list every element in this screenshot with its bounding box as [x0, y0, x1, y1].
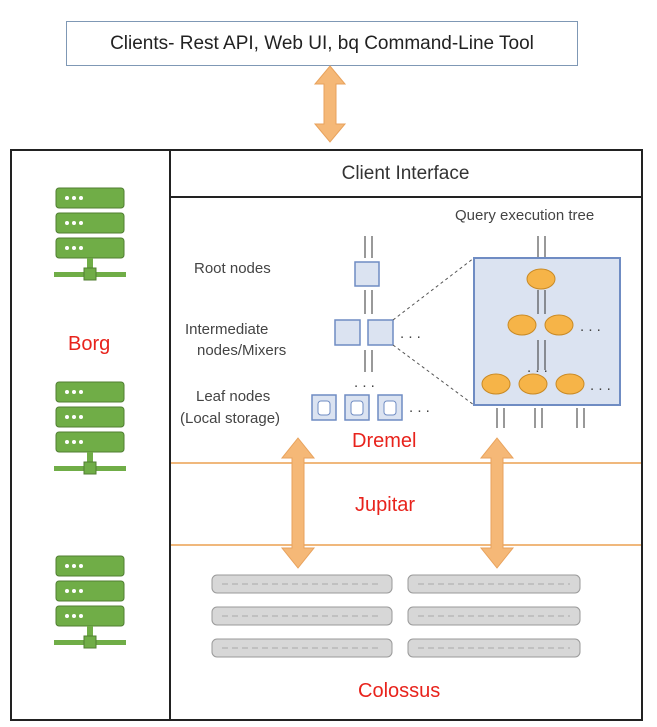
dremel-jupitar-divider [171, 462, 641, 464]
jupitar-label: Jupitar [355, 494, 416, 516]
server-stack-icon [54, 555, 126, 649]
tree-oval-node [481, 373, 511, 395]
intermediate-node [367, 319, 394, 346]
tree-oval-node [507, 314, 537, 336]
query-execution-tree-box [473, 236, 621, 428]
architecture-frame [10, 149, 643, 721]
ellipsis-tree-dots: . . . [527, 359, 548, 376]
ellipsis-leaf: . . . [409, 399, 430, 416]
clients-box-label: Clients- Rest API, Web UI, bq Command-Li… [110, 32, 534, 54]
dremel-tree [311, 236, 475, 421]
server-stack-icon [54, 187, 126, 281]
dremel-label: Dremel [352, 430, 417, 452]
storage-double-arrow [280, 437, 316, 569]
ellipsis-tree-mid: . . . [580, 318, 601, 335]
tree-oval-node [526, 268, 556, 290]
storage-rack-icon [211, 574, 581, 658]
tree-oval-node [518, 373, 548, 395]
tree-oval-node [544, 314, 574, 336]
storage-double-arrow [479, 437, 515, 569]
client-interface-bar: Client Interface [170, 151, 641, 198]
ellipsis-leaf-above: . . . [354, 374, 375, 391]
leaf-nodes-label-2: (Local storage) [180, 410, 281, 427]
root-nodes-label: Root nodes [194, 260, 271, 277]
root-node [354, 261, 380, 287]
borg-label: Borg [68, 333, 111, 355]
colossus-label: Colossus [358, 680, 441, 702]
tree-oval-node [555, 373, 585, 395]
intermediate-nodes-label-2: nodes/Mixers [197, 342, 287, 359]
intermediate-node [334, 319, 361, 346]
client-interface-label: Client Interface [341, 162, 470, 184]
leaf-nodes-label-1: Leaf nodes [196, 388, 271, 405]
clients-double-arrow [313, 65, 347, 143]
jupitar-colossus-divider [171, 544, 641, 546]
query-execution-tree-label: Query execution tree [455, 207, 595, 224]
sidebar-divider [169, 149, 171, 721]
server-stack-icon [54, 381, 126, 475]
ellipsis-intermediate: . . . [400, 325, 421, 342]
clients-box: Clients- Rest API, Web UI, bq Command-Li… [66, 21, 578, 66]
ellipsis-tree-bottom: . . . [590, 377, 611, 394]
intermediate-nodes-label-1: Intermediate [185, 321, 269, 338]
